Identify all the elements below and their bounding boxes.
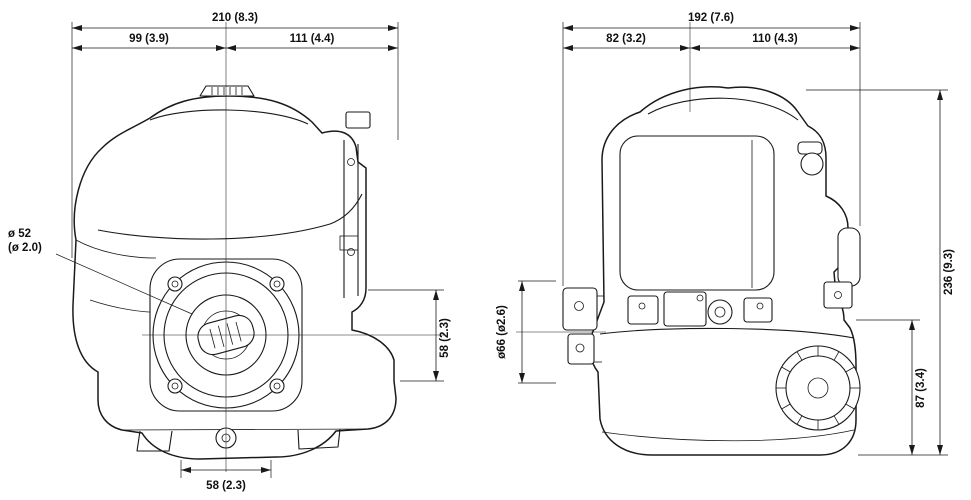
dim-front-width-left: 99 (3.9)	[129, 33, 169, 45]
dim-side-tank-height: 87 (3.4)	[915, 368, 927, 408]
dim-front-width-bottom: 58 (2.3)	[206, 480, 246, 492]
dim-front-shaft-dia-line2: (ø 2.0)	[8, 242, 42, 254]
fuel-cap-front	[199, 85, 255, 97]
dim-side-clutch-dia: ø66 (ø2.6)	[496, 305, 508, 359]
muffler-detail	[339, 111, 371, 298]
tank-top-line	[149, 109, 309, 125]
dim-front-height-side: 58 (2.3)	[439, 318, 451, 358]
dim-side-overall-height: 236 (9.3)	[943, 249, 955, 295]
engine-cover	[619, 135, 775, 291]
shaft-clamp	[562, 287, 604, 365]
tank-seam	[601, 429, 855, 442]
fuel-tank-cap	[775, 345, 861, 431]
dim-front-width-right: 111 (4.4)	[290, 33, 335, 45]
cap-knurling	[776, 346, 860, 430]
spark-plug-cap	[797, 141, 824, 176]
tank-top-line-side	[599, 327, 855, 339]
dim-side-overall-width: 192 (7.6)	[688, 12, 734, 24]
side-view-drawing: 192 (7.6) 82 (3.2) 110 (4.3) 236 (9.3) 8…	[496, 12, 955, 456]
throttle-lever	[823, 227, 861, 309]
shaft-dia-leader-line	[55, 253, 193, 315]
front-dimensions: 210 (8.3) 99 (3.9) 111 (4.4) 58 (2.3) 58…	[8, 12, 451, 492]
tank-bottom-line	[97, 193, 363, 240]
dim-side-width-right: 110 (4.3)	[752, 33, 798, 45]
dim-front-overall-width: 210 (8.3)	[212, 12, 258, 24]
carburetor-details	[627, 291, 773, 327]
side-dimensions: 192 (7.6) 82 (3.2) 110 (4.3) 236 (9.3) 8…	[496, 12, 955, 456]
dim-front-shaft-dia-line1: ø 52	[8, 228, 31, 240]
bottom-mount-front	[121, 427, 369, 452]
handle-arc	[647, 97, 799, 121]
flange-bolts	[167, 276, 285, 394]
front-view-drawing: 210 (8.3) 99 (3.9) 111 (4.4) 58 (2.3) 58…	[8, 12, 451, 492]
dim-side-width-left: 82 (3.2)	[606, 33, 646, 45]
side-engine-details	[562, 97, 861, 442]
